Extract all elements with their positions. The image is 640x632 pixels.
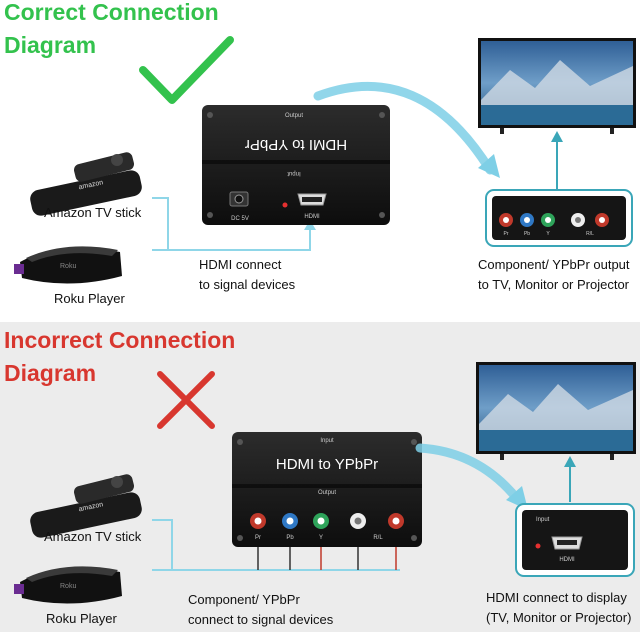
incorrect-diagram-panel: Incorrect Connection Diagram amazon — [0, 322, 640, 632]
amazon-tv-stick-image: amazon — [30, 474, 142, 538]
callout-input-label: Input — [536, 517, 550, 523]
tv-image — [476, 362, 636, 460]
roku-player-image: Roku — [14, 246, 122, 284]
component-connect-label: Component/ YPbPr connect to signal devic… — [188, 590, 333, 630]
component-output-line1: Component/ YPbPr output — [478, 257, 630, 272]
dc-label: DC 5V — [231, 216, 249, 222]
tv-image — [478, 38, 636, 134]
component-output-label: Component/ YPbPr output to TV, Monitor o… — [478, 255, 630, 295]
check-icon — [139, 36, 234, 104]
device-label-roku: Roku Player — [46, 611, 117, 626]
box-bottom-label: Input — [287, 170, 301, 176]
rca-label-pr: Pr — [504, 231, 509, 237]
roku-player-image: Roku — [14, 566, 122, 604]
device-label-amazon: Amazon TV stick — [44, 529, 142, 544]
roku-brand-text: Roku — [60, 263, 76, 270]
hdmi-display-callout: Input HDMI — [515, 503, 635, 577]
signal-arrow — [415, 443, 523, 505]
rca-label-pb: Pb — [524, 231, 530, 237]
component-output-line2: to TV, Monitor or Projector — [478, 277, 630, 292]
rca-label-rl: R/L — [586, 231, 594, 237]
box-bottom-label: Output — [318, 490, 336, 496]
callout-hdmi-label: HDMI — [559, 557, 575, 563]
correct-diagram-panel: Correct Connection Diagram amazon — [4, 0, 636, 306]
incorrect-title: Incorrect Connection Diagram — [4, 324, 235, 390]
signal-arrow — [313, 81, 495, 175]
device-connector-line — [152, 519, 400, 571]
incorrect-title-line1: Incorrect Connection — [4, 327, 236, 353]
device-label-amazon: Amazon TV stick — [44, 205, 142, 220]
hdmi-display-line2: (TV, Monitor or Projector) — [486, 610, 632, 625]
rca-label-y: Y — [319, 535, 323, 541]
correct-title-line1: Correct Connection — [4, 0, 219, 25]
component-output-callout: Pr Pb Y R/L — [485, 189, 633, 247]
component-connect-line2: connect to signal devices — [188, 612, 334, 627]
box-top-label: Output — [285, 113, 303, 119]
rca-label-pr: Pr — [255, 535, 261, 541]
hdmi-connect-line2: to signal devices — [199, 277, 296, 292]
box-text: HDMI to YPbPr — [276, 456, 378, 473]
converter-box: HDMI to YPbPr Output Input DC 5V HDMI — [202, 105, 390, 225]
hdmi-display-line1: HDMI connect to display — [486, 590, 627, 605]
correct-title-line2: Diagram — [4, 32, 97, 58]
box-text-mirrored: HDMI to YPbPr — [245, 136, 347, 153]
device-connector-line — [152, 197, 311, 251]
rca-wire-lines — [257, 547, 397, 570]
component-connect-line1: Component/ YPbPr — [188, 592, 300, 607]
hdmi-display-label: HDMI connect to display (TV, Monitor or … — [486, 588, 631, 628]
hdmi-port-label: HDMI — [304, 214, 320, 220]
hdmi-connect-line1: HDMI connect — [199, 257, 282, 272]
rca-label-y: Y — [546, 231, 550, 237]
amazon-tv-stick-image: amazon — [30, 152, 142, 216]
converter-box: Input HDMI to YPbPr Output Pr Pb Y R/L — [232, 432, 422, 547]
roku-brand-text: Roku — [60, 583, 76, 590]
cross-icon — [157, 371, 215, 429]
correct-title: Correct Connection Diagram — [4, 0, 219, 62]
rca-label-pb: Pb — [286, 535, 294, 541]
device-label-roku: Roku Player — [54, 291, 125, 306]
correct-diagram-graphic: amazon Roku HDMI to YPbPr Output Input D… — [14, 36, 636, 284]
incorrect-diagram-graphic: amazon Roku Input HDMI to YPbPr Output — [14, 362, 636, 604]
rca-label-rl: R/L — [373, 535, 383, 541]
incorrect-title-line2: Diagram — [4, 360, 97, 386]
hdmi-connect-label: HDMI connect to signal devices — [199, 255, 295, 295]
box-top-label: Input — [320, 438, 334, 444]
